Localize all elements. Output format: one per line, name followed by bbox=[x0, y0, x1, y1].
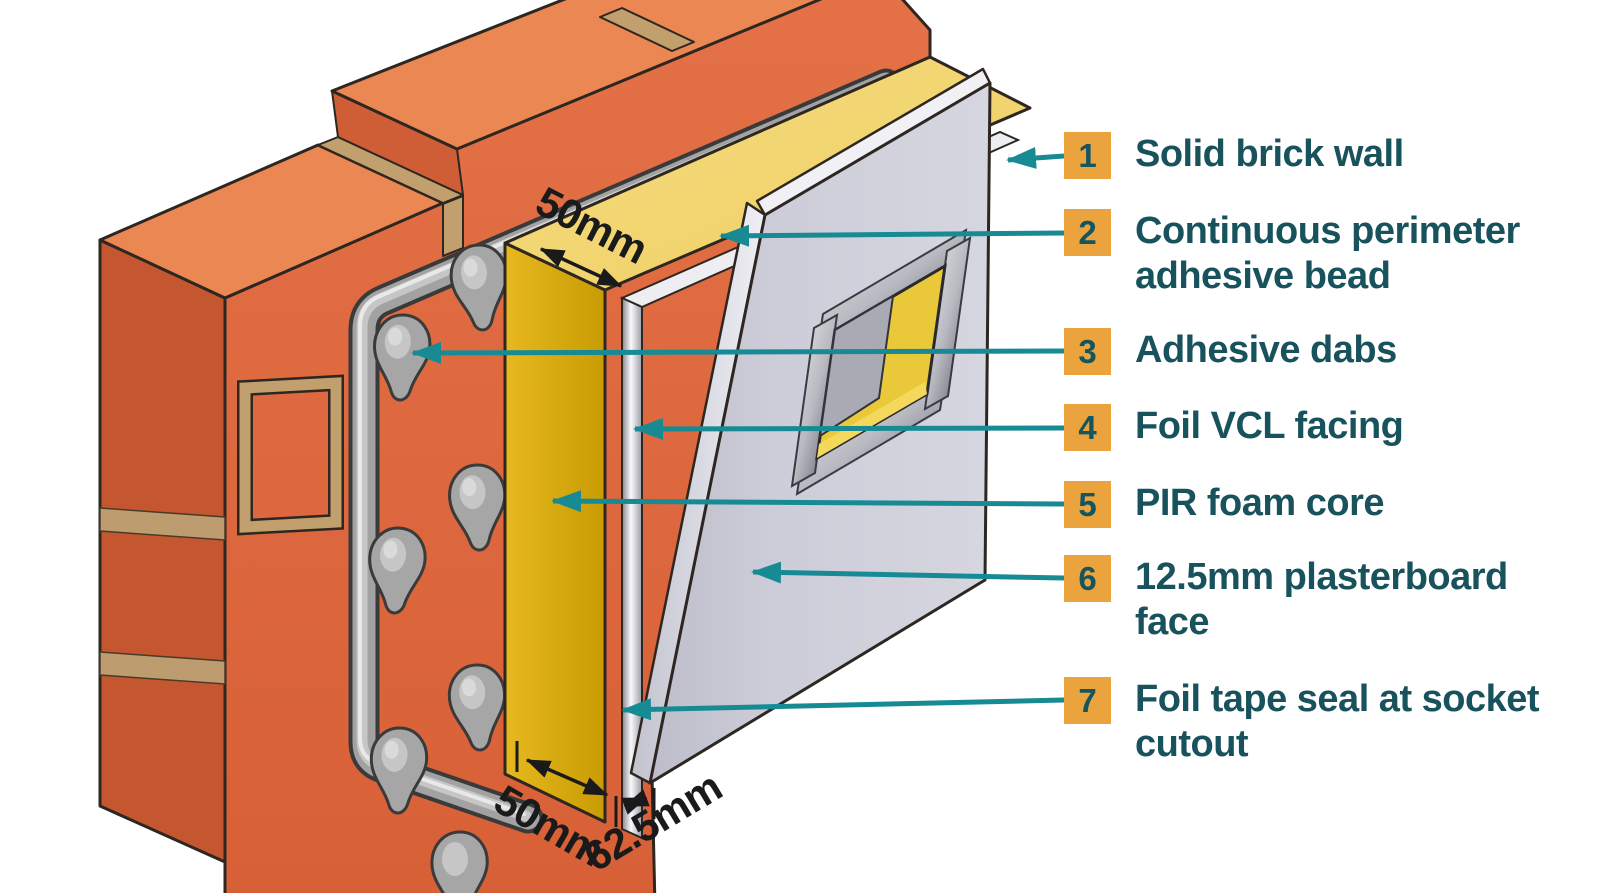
mortar-frame bbox=[239, 377, 342, 533]
arrow-solid-brick-wall bbox=[1006, 147, 1065, 169]
adhesive-dab bbox=[368, 526, 427, 615]
foil-tape-strip bbox=[790, 313, 839, 488]
arrow-foil-tape bbox=[621, 697, 1065, 721]
mortar-bed-joint bbox=[99, 651, 226, 685]
adhesive-dab bbox=[430, 830, 489, 893]
arrow-foil-vcl bbox=[633, 417, 1065, 440]
arrow-adhesive-dabs bbox=[411, 341, 1065, 364]
mortar-perpend-joint bbox=[599, 7, 695, 52]
socket-cutout bbox=[790, 228, 972, 496]
mortar-perpend-joint bbox=[442, 195, 464, 257]
arrow-plasterboard bbox=[751, 561, 1065, 584]
dimension-arrow bbox=[539, 247, 623, 288]
leader-arrows bbox=[411, 147, 1065, 721]
arrow-pir-foam bbox=[551, 490, 1065, 513]
brick-top-face bbox=[330, 0, 823, 151]
adhesive-dab bbox=[373, 313, 432, 402]
adhesive-dab bbox=[369, 726, 429, 815]
brick-end-face bbox=[98, 238, 227, 864]
adhesive-dabs bbox=[368, 243, 508, 893]
mortar-bed-joint bbox=[99, 507, 226, 541]
adhesive-dab bbox=[447, 663, 507, 752]
cutout-inner-reveal bbox=[818, 294, 895, 439]
arrow-perimeter-bead bbox=[719, 224, 1065, 247]
foil-tape-strip bbox=[923, 236, 972, 411]
foam-side-face bbox=[503, 241, 607, 824]
dimension-arrow bbox=[525, 758, 609, 797]
plasterboard-panel bbox=[629, 67, 992, 785]
dimension-arrow bbox=[621, 789, 650, 815]
cutout-sill bbox=[817, 382, 927, 458]
